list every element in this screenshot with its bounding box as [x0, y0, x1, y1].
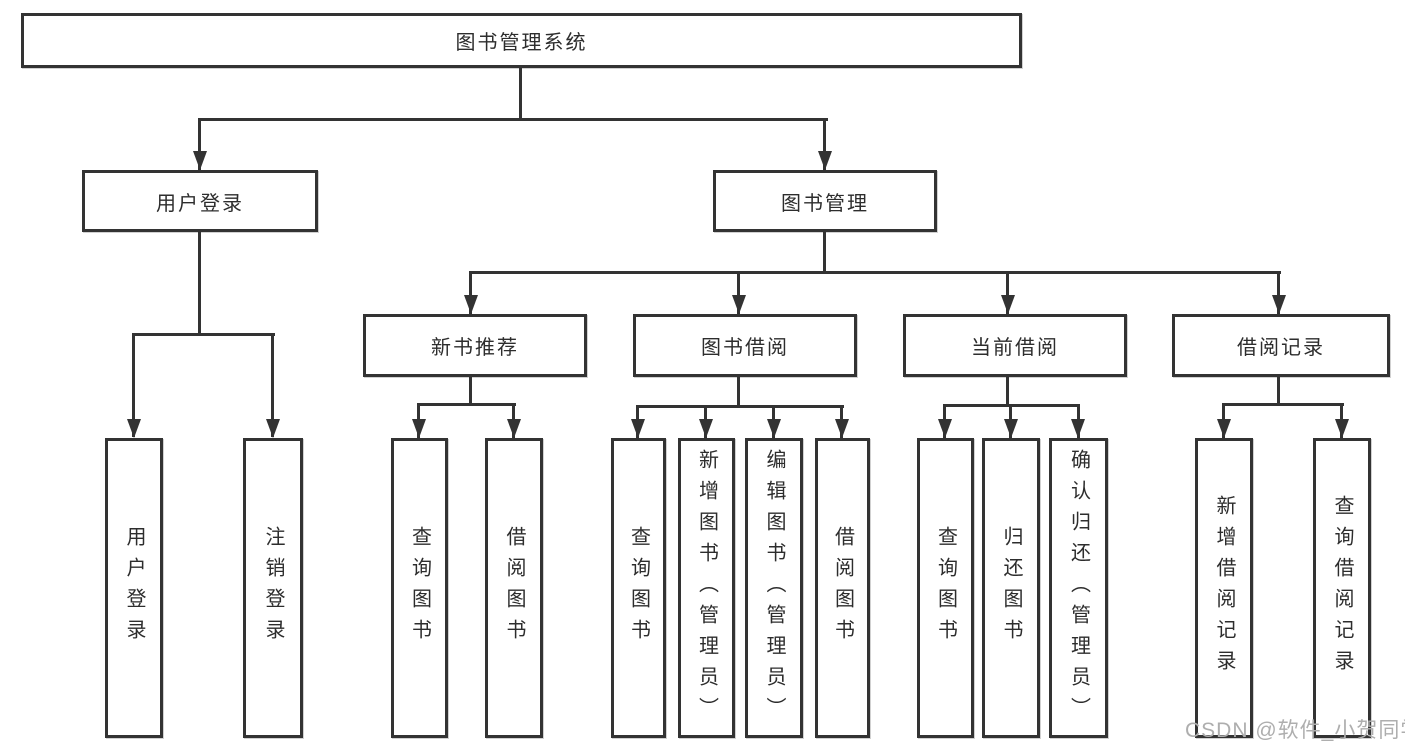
node-new-book-rec-label: 新书推荐: [431, 337, 519, 359]
arrowhead-borrow-borrow-book-icon: [835, 419, 849, 438]
leaf-current-return-book: 归还图书: [982, 438, 1040, 738]
edge-to-leaf-logout: [271, 333, 274, 437]
node-current-borrow: 当前借阅: [903, 314, 1127, 377]
edge-user-login-split: [132, 333, 275, 336]
leaf-current-query-book-label: 查询图书: [934, 526, 957, 650]
arrowhead-borrow-edit-book-icon: [767, 419, 781, 438]
edge-to-leaf-user-login: [132, 333, 135, 437]
arrowhead-rec-borrow-book-icon: [507, 419, 521, 438]
node-current-borrow-label: 当前借阅: [971, 337, 1059, 359]
leaf-current-query-book: 查询图书: [917, 438, 974, 738]
edge-to-user-login: [198, 118, 201, 170]
csdn-watermark: CSDN @软件_小贺同学: [1185, 719, 1405, 742]
edge-borrow-records-split: [1222, 403, 1344, 406]
node-root-system-label: 图书管理系统: [455, 32, 588, 54]
arrowhead-current-query-book-icon: [938, 419, 952, 438]
edge-to-current-borrow: [1006, 271, 1009, 314]
edge-book-borrow-split: [636, 405, 844, 408]
leaf-current-confirm-return-admin-label: 确认归还（管理员）: [1067, 448, 1090, 728]
leaf-borrow-query-book-label: 查询图书: [627, 526, 650, 650]
leaf-rec-borrow-book: 借阅图书: [485, 438, 543, 738]
edge-to-new-book-rec: [469, 271, 472, 314]
arrowhead-borrow-query-book-icon: [631, 419, 645, 438]
edge-root-stem: [519, 68, 522, 119]
edge-to-book-borrow: [737, 271, 740, 314]
edge-to-borrow-records: [1277, 271, 1280, 314]
arrowhead-current-borrow-icon: [1001, 295, 1015, 314]
arrowhead-current-return-book-icon: [1004, 419, 1018, 438]
edge-book-borrow-stem: [737, 377, 740, 407]
node-user-login-label: 用户登录: [156, 192, 244, 215]
leaf-borrow-query-book: 查询图书: [611, 438, 666, 738]
node-book-borrow: 图书借阅: [633, 314, 857, 377]
leaf-borrow-borrow-book: 借阅图书: [815, 438, 870, 738]
arrowhead-records-add-icon: [1217, 419, 1231, 438]
node-root-system: 图书管理系统: [21, 13, 1022, 68]
leaf-user-login: 用户登录: [105, 438, 163, 738]
leaf-rec-query-book: 查询图书: [391, 438, 448, 738]
leaf-records-query-record: 查询借阅记录: [1313, 438, 1371, 738]
arrowhead-book-borrow-icon: [732, 295, 746, 314]
node-new-book-rec: 新书推荐: [363, 314, 587, 377]
leaf-records-query-record-label: 查询借阅记录: [1331, 495, 1353, 681]
leaf-logout: 注销登录: [243, 438, 303, 738]
node-borrow-records: 借阅记录: [1172, 314, 1390, 377]
arrowhead-borrow-add-book-icon: [699, 419, 713, 438]
leaf-records-add-record: 新增借阅记录: [1195, 438, 1253, 738]
edge-new-book-rec-stem: [469, 377, 472, 405]
arrowhead-book-mgmt-icon: [818, 151, 832, 170]
leaf-rec-borrow-book-label: 借阅图书: [503, 526, 525, 650]
arrowhead-borrow-records-icon: [1272, 295, 1286, 314]
leaf-current-return-book-label: 归还图书: [1000, 526, 1022, 650]
arrowhead-rec-query-book-icon: [412, 419, 426, 438]
arrowhead-leaf-logout-icon: [266, 419, 280, 438]
leaf-current-confirm-return-admin: 确认归还（管理员）: [1049, 438, 1108, 738]
edge-book-mgmt-split: [469, 271, 1281, 274]
leaf-rec-query-book-label: 查询图书: [408, 526, 431, 650]
leaf-logout-label: 注销登录: [262, 526, 284, 650]
node-book-borrow-label: 图书借阅: [701, 337, 789, 359]
arrowhead-new-book-rec-icon: [464, 295, 478, 314]
leaf-borrow-borrow-book-label: 借阅图书: [831, 526, 854, 650]
arrowhead-user-login-icon: [193, 151, 207, 170]
arrowhead-leaf-user-login-icon: [127, 419, 141, 438]
edge-borrow-records-stem: [1277, 377, 1280, 405]
node-book-mgmt: 图书管理: [713, 170, 937, 232]
node-book-mgmt-label: 图书管理: [781, 192, 869, 215]
edge-user-login-stem: [198, 232, 201, 335]
leaf-borrow-add-book-admin: 新增图书（管理员）: [678, 438, 735, 738]
edge-to-book-mgmt: [823, 118, 826, 170]
leaf-borrow-add-book-admin-label: 新增图书（管理员）: [695, 448, 718, 728]
leaf-borrow-edit-book-admin-label: 编辑图书（管理员）: [763, 448, 785, 728]
edge-new-book-rec-split: [417, 403, 516, 406]
edge-book-mgmt-stem: [823, 232, 826, 273]
arrowhead-records-query-icon: [1335, 419, 1349, 438]
edge-current-borrow-stem: [1006, 377, 1009, 406]
leaf-borrow-edit-book-admin: 编辑图书（管理员）: [745, 438, 803, 738]
arrowhead-current-confirm-return-icon: [1071, 419, 1085, 438]
node-user-login: 用户登录: [82, 170, 318, 232]
edge-root-split: [198, 118, 828, 121]
node-borrow-records-label: 借阅记录: [1237, 337, 1325, 359]
leaf-user-login-label: 用户登录: [123, 526, 145, 650]
leaf-records-add-record-label: 新增借阅记录: [1213, 495, 1235, 681]
